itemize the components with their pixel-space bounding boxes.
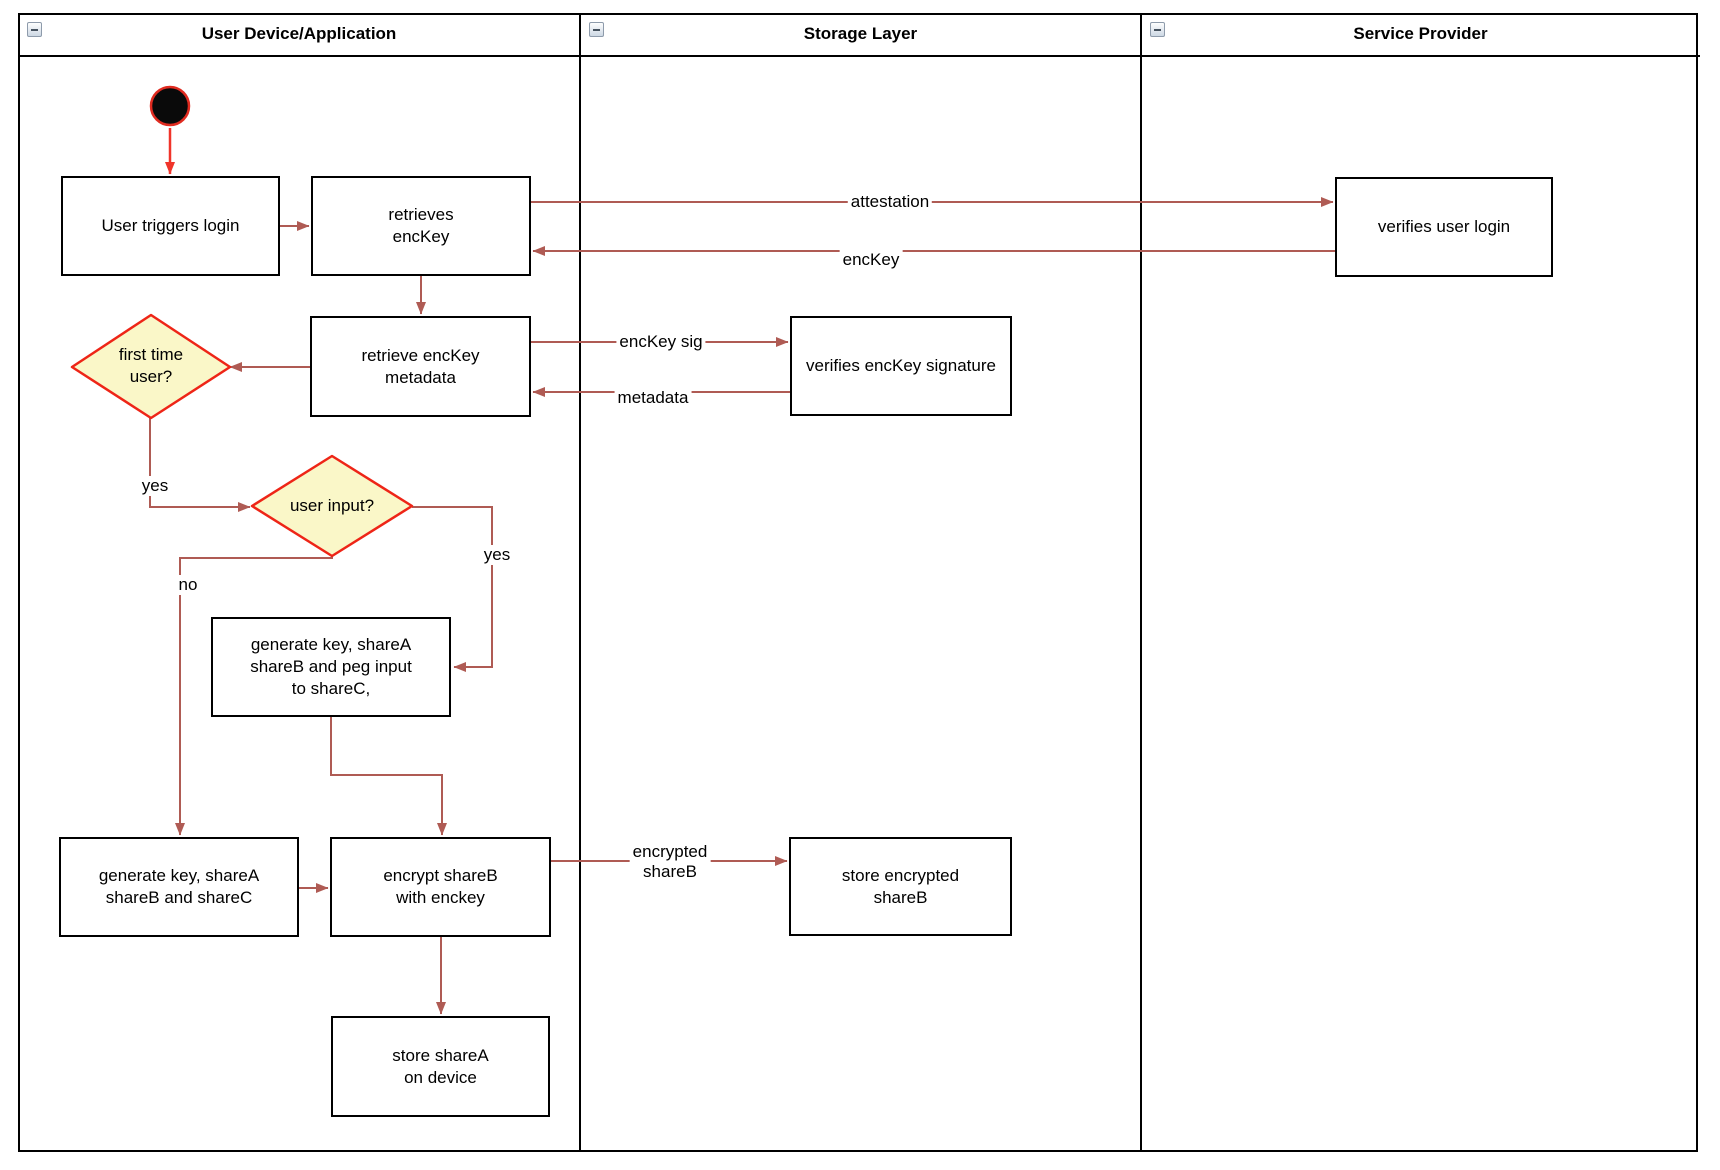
edge-label-enckey[interactable]: encKey <box>839 250 903 270</box>
decision-user-input[interactable] <box>250 454 414 558</box>
node-retrieve-enckey-metadata[interactable]: retrieve encKey metadata <box>310 316 531 417</box>
edge-peg-to-encrypt[interactable] <box>330 717 447 836</box>
collapse-icon[interactable] <box>1150 22 1165 37</box>
node-generate-key-peg-input[interactable]: generate key, shareA shareB and peg inpu… <box>211 617 451 717</box>
edge-label-yes-first-time[interactable]: yes <box>138 476 172 496</box>
lane-divider <box>1140 13 1142 1152</box>
lane-header-service-provider[interactable]: Service Provider <box>1141 13 1700 57</box>
edge-label-enckey-sig[interactable]: encKey sig <box>616 332 706 352</box>
node-user-triggers-login[interactable]: User triggers login <box>61 176 280 276</box>
node-store-encrypted-shareb[interactable]: store encrypted shareB <box>789 837 1012 936</box>
lane-header-user-device[interactable]: User Device/Application <box>18 13 580 57</box>
decision-label-first-time-user: first time user? <box>118 345 184 386</box>
decision-label-user-input: user input? <box>289 496 375 515</box>
lane-title: Storage Layer <box>803 24 918 43</box>
edge-first-time-yes[interactable] <box>149 418 251 512</box>
node-encrypt-shareb[interactable]: encrypt shareB with enckey <box>330 837 551 937</box>
edge-user-input-yes[interactable] <box>412 506 493 672</box>
edge-label-yes-user-input[interactable]: yes <box>480 545 514 565</box>
node-retrieves-enckey[interactable]: retrieves encKey <box>311 176 531 276</box>
edge-label-metadata[interactable]: metadata <box>614 388 692 408</box>
lane-title: Service Provider <box>1353 24 1488 43</box>
collapse-icon[interactable] <box>589 22 604 37</box>
start-node[interactable] <box>149 85 191 127</box>
decision-first-time-user[interactable] <box>70 313 232 420</box>
edge-label-no-user-input[interactable]: no <box>175 575 201 595</box>
lane-title: User Device/Application <box>201 24 397 43</box>
lane-header-storage-layer[interactable]: Storage Layer <box>580 13 1141 57</box>
node-verifies-user-login[interactable]: verifies user login <box>1335 177 1553 277</box>
collapse-icon[interactable] <box>27 22 42 37</box>
edge-label-encrypted-shareb[interactable]: encrypted shareB <box>629 842 711 882</box>
node-generate-key-sharec[interactable]: generate key, shareA shareB and shareC <box>59 837 299 937</box>
node-store-sharea[interactable]: store shareA on device <box>331 1016 550 1117</box>
lane-divider <box>579 13 581 1152</box>
node-verifies-enckey-signature[interactable]: verifies encKey signature <box>790 316 1012 416</box>
edge-label-attestation[interactable]: attestation <box>847 192 933 212</box>
swimlane-pool <box>18 13 1698 1152</box>
